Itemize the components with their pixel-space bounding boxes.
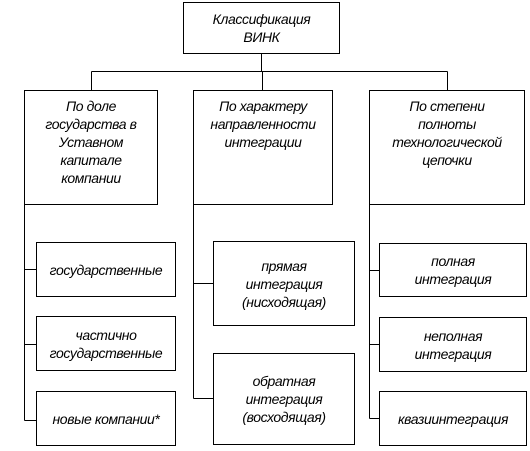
category-label: По доле государства в Уставном капитале … (45, 98, 137, 186)
item-box-state-owned: государственные (36, 242, 176, 297)
category-box-state-share: По доле государства в Уставном капитале … (24, 90, 158, 205)
item-box-partially-state-owned: частично государственные (36, 316, 176, 371)
item-label: квазиинтеграция (397, 410, 509, 427)
item-label: новые компании* (52, 410, 160, 427)
item-label: частично государственные (49, 326, 163, 361)
item-box-forward-integration: прямая интеграция (нисходящая) (213, 241, 355, 326)
category-box-integration-direction: По характеру направленности интеграции (193, 90, 333, 205)
item-label: государственные (49, 261, 163, 278)
item-label: прямая интеграция (нисходящая) (242, 257, 326, 310)
item-box-full-integration: полная интеграция (379, 243, 527, 297)
category-label: По характеру направленности интеграции (210, 98, 316, 150)
item-label: обратная интеграция (восходящая) (242, 373, 326, 425)
item-label: неполная интеграция (414, 327, 492, 362)
category-box-chain-completeness: По степени полноты технологической цепоч… (369, 90, 525, 205)
root-box: Классификация ВИНК (183, 2, 340, 54)
item-box-quasi-integration: квазиинтеграция (379, 391, 527, 446)
item-box-backward-integration: обратная интеграция (восходящая) (213, 353, 355, 445)
category-label: По степени полноты технологической цепоч… (392, 98, 502, 168)
item-box-new-companies: новые компании* (36, 391, 176, 446)
item-label: полная интеграция (414, 253, 492, 287)
item-box-partial-integration: неполная интеграция (379, 317, 527, 372)
root-label: Классификация ВИНК (212, 11, 311, 45)
